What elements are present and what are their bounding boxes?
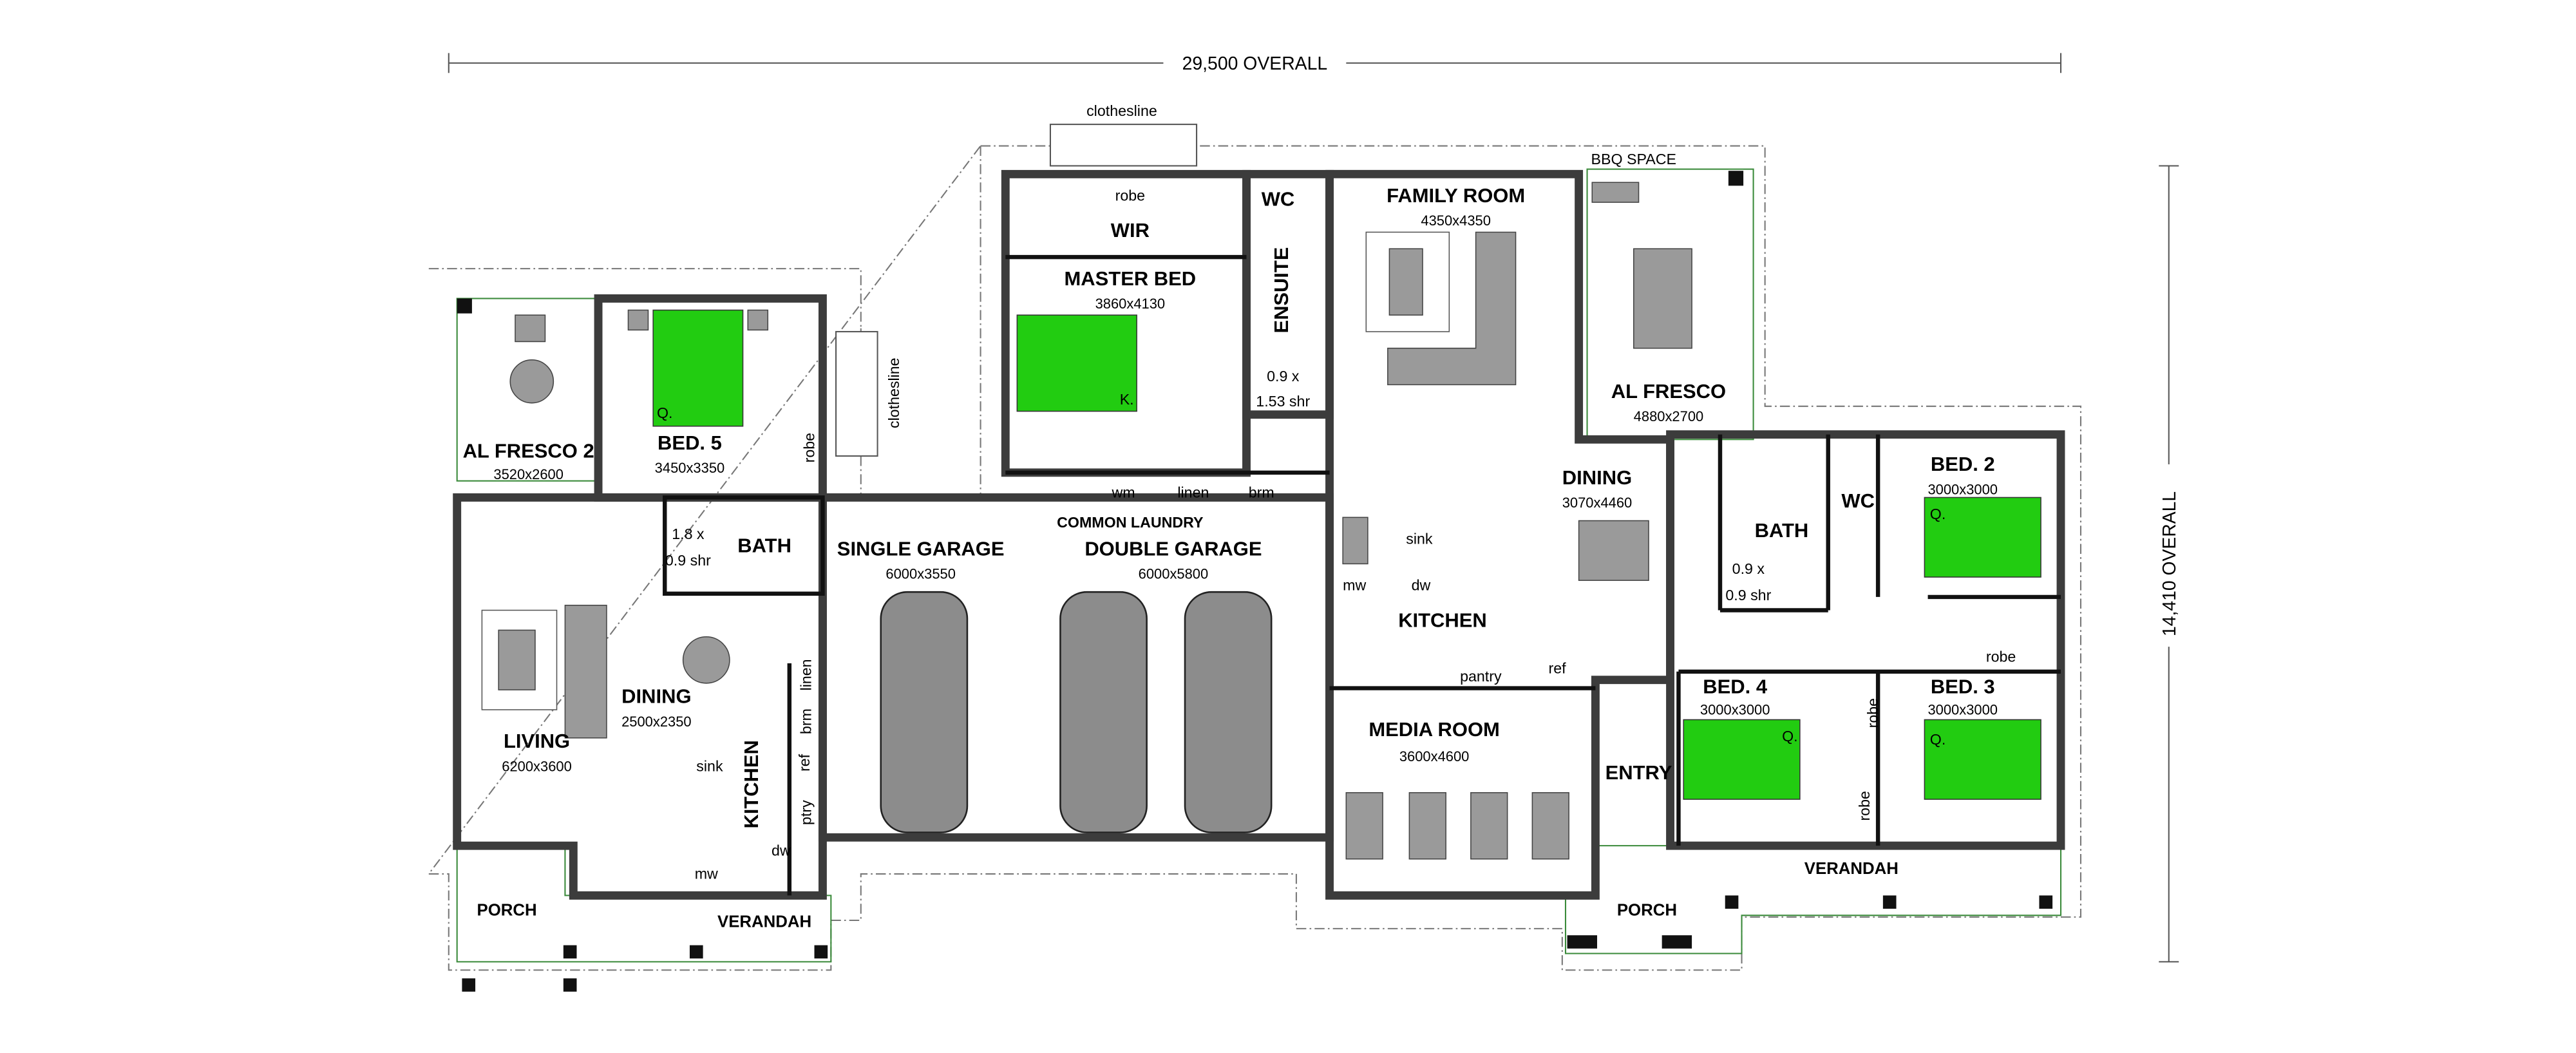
bed-4-queen-bed — [1683, 719, 1801, 800]
room-double-garage-name: DOUBLE GARAGE — [1084, 538, 1262, 560]
room-living-name: LIVING — [504, 730, 570, 752]
bed-5-bed-size: Q. — [657, 404, 673, 421]
left-linen-label: linen — [797, 659, 814, 690]
room-entry-name: ENTRY — [1605, 761, 1672, 784]
main-kitchen-dw-label: dw — [1412, 577, 1431, 594]
ensuite-shower-size-1: 0.9 x — [1267, 368, 1300, 384]
bed-4-bed-size: Q. — [1782, 728, 1798, 745]
room-media-name: MEDIA ROOM — [1368, 718, 1500, 741]
room-family-dims: 4350x4350 — [1421, 213, 1491, 229]
room-bed-5-dims: 3450x3350 — [655, 460, 725, 476]
master-king-bed — [1016, 314, 1137, 412]
room-bed-3-dims: 3000x3000 — [1927, 702, 1998, 718]
room-dining-left-dims: 2500x2350 — [621, 714, 692, 730]
room-master-bed-dims: 3860x4130 — [1095, 296, 1166, 312]
room-al-fresco-2-name: AL FRESCO 2 — [463, 440, 594, 462]
left-shower-size-1: 1.8 x — [672, 526, 705, 542]
bed-4-robe-label: robe — [1864, 698, 1881, 728]
overall-depth-label: 14,410 OVERALL — [2159, 491, 2180, 636]
room-dining-left-name: DINING — [621, 685, 691, 708]
main-kitchen-pantry-label: pantry — [1460, 668, 1502, 685]
room-wir-name: WIR — [1111, 219, 1150, 242]
car-double-garage-1 — [1059, 591, 1148, 833]
room-bed-4-dims: 3000x3000 — [1700, 702, 1770, 718]
room-double-garage-dims: 6000x5800 — [1139, 566, 1209, 582]
bed-2-bed-size: Q. — [1930, 506, 1946, 522]
bed-3-bed-size: Q. — [1930, 731, 1946, 748]
master-robe-label: robe — [1115, 187, 1145, 204]
room-wc-name: WC — [1841, 489, 1875, 512]
bed-5-robe-label: robe — [800, 433, 817, 462]
left-kitchen-ref-label: ref — [796, 754, 813, 772]
bed-5-queen-bed — [652, 309, 744, 427]
room-family-name: FAMILY ROOM — [1387, 184, 1525, 207]
laundry-brm-label: brm — [1249, 484, 1274, 500]
room-bed-3-name: BED. 3 — [1931, 675, 1995, 697]
roofline — [427, 145, 2081, 971]
room-ensuite-name: ENSUITE — [1270, 247, 1293, 334]
room-porch-left-name: PORCH — [477, 901, 537, 919]
room-dining-name: DINING — [1562, 466, 1632, 489]
room-dining-dims: 3070x4460 — [1562, 495, 1633, 511]
room-single-garage-name: SINGLE GARAGE — [837, 538, 1005, 560]
main-kitchen-mw-label: mw — [1343, 577, 1366, 594]
room-verandah-left-name: VERANDAH — [717, 913, 811, 931]
clothesline-side — [835, 330, 878, 457]
laundry-linen-label: linen — [1177, 484, 1209, 500]
left-kitchen-mw-label: mw — [695, 866, 718, 882]
fixture-labels: BBQ SPACE robe robe robe robe robe wm li… — [665, 151, 2016, 882]
room-verandah-right-name: VERANDAH — [1804, 860, 1899, 878]
car-single-garage — [880, 591, 969, 833]
left-shower-size-2: 0.9 shr — [665, 552, 711, 569]
room-porch-right-name: PORCH — [1617, 901, 1677, 919]
bed-3-queen-bed — [1924, 719, 2041, 800]
bath-shower-size-1: 0.9 x — [1732, 560, 1765, 577]
bed-2-queen-bed — [1924, 497, 2041, 578]
clothesline-top — [1049, 124, 1198, 167]
left-kitchen-ptry-label: ptry — [797, 800, 814, 825]
clothesline-top-label: clothesline — [1086, 102, 1157, 119]
overall-width-dimension: 29,500 OVERALL — [448, 50, 2062, 74]
room-living-dims: 6200x3600 — [502, 758, 572, 774]
room-laundry-name: COMMON LAUNDRY — [1057, 514, 1204, 531]
room-bed-2-dims: 3000x3000 — [1927, 481, 1998, 497]
bed-3-robe-label: robe — [1856, 791, 1873, 821]
overall-width-label: 29,500 OVERALL — [1182, 53, 1328, 74]
bed-2-robe-label: robe — [1986, 648, 2016, 665]
room-kitchen-left-name: KITCHEN — [740, 740, 762, 828]
clothesline-side-label: clothesline — [886, 358, 902, 428]
bbq-space-label: BBQ SPACE — [1591, 151, 1676, 167]
left-kitchen-dw-label: dw — [772, 842, 791, 859]
room-media-dims: 3600x4600 — [1399, 748, 1470, 764]
room-bed-5-name: BED. 5 — [658, 432, 722, 454]
laundry-wm-label: wm — [1111, 484, 1135, 500]
verandah-posts — [457, 171, 2053, 992]
furniture — [481, 182, 1692, 860]
room-master-bed-name: MASTER BED — [1065, 267, 1197, 290]
left-brm-label: brm — [797, 708, 814, 734]
room-single-garage-dims: 6000x3550 — [886, 566, 956, 582]
room-al-fresco-dims: 4880x2700 — [1634, 408, 1704, 424]
car-double-garage-2 — [1184, 591, 1273, 833]
bath-shower-size-2: 0.9 shr — [1725, 587, 1771, 603]
main-kitchen-sink-label: sink — [1406, 531, 1433, 547]
room-bed-2-name: BED. 2 — [1931, 453, 1995, 475]
master-bed-size: K. — [1120, 391, 1134, 408]
room-bath-name: BATH — [1755, 519, 1809, 542]
room-bed-4-name: BED. 4 — [1703, 675, 1768, 697]
room-al-fresco-name: AL FRESCO — [1611, 380, 1726, 403]
left-kitchen-sink-label: sink — [696, 757, 723, 774]
cars — [880, 591, 1273, 833]
room-labels: AL FRESCO 2 3520x2600 BED. 5 3450x3350 M… — [463, 184, 1998, 931]
ensuite-shower-size-2: 1.53 shr — [1256, 393, 1310, 410]
overall-depth-dimension: 14,410 OVERALL — [2157, 165, 2181, 963]
beds — [627, 309, 2041, 800]
room-bath-left-name: BATH — [737, 534, 791, 556]
room-ensuite-wc-name: WC — [1262, 187, 1295, 210]
room-kitchen-name: KITCHEN — [1398, 609, 1487, 631]
walls — [453, 169, 2065, 900]
main-kitchen-ref-label: ref — [1549, 659, 1567, 676]
room-al-fresco-2-dims: 3520x2600 — [493, 466, 564, 482]
